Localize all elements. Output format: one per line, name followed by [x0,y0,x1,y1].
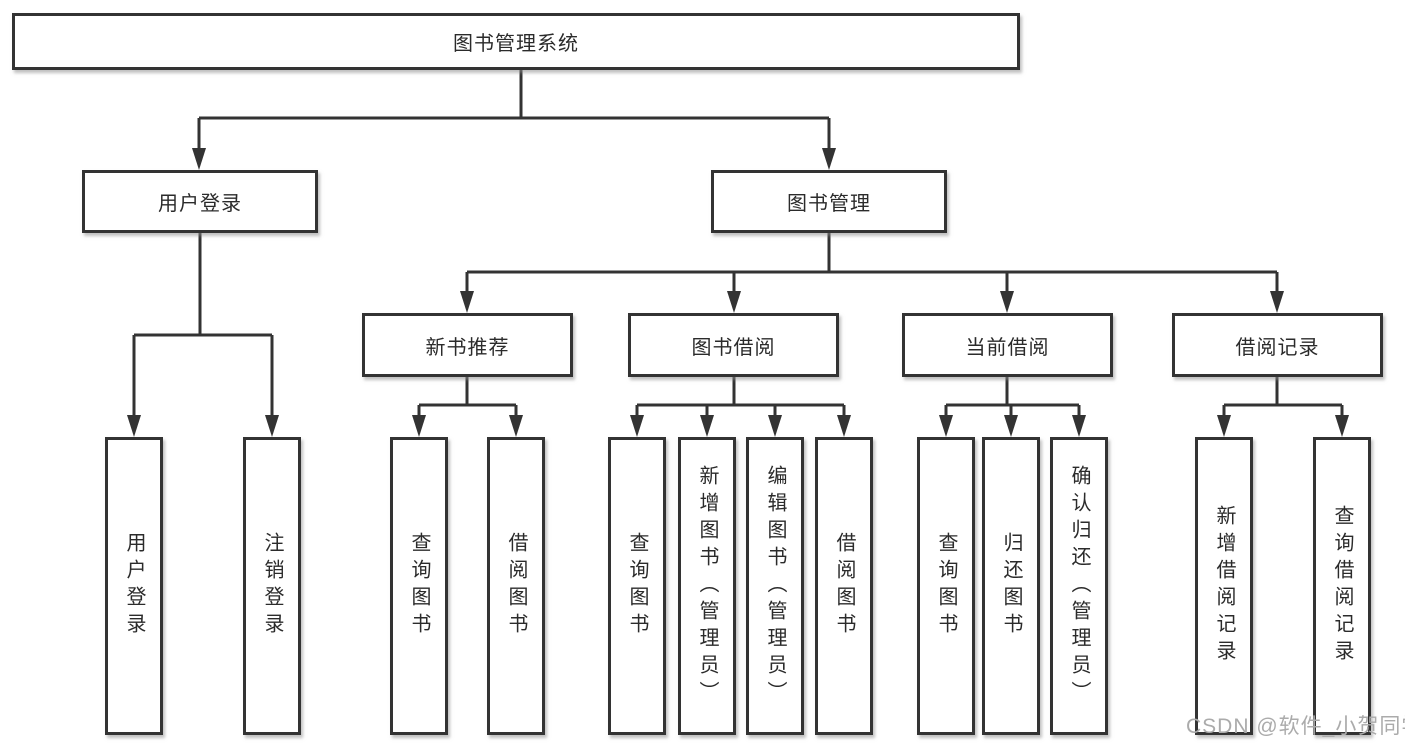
node-leaf-confirm-return-admin: 确认归还（管理员） [1050,437,1108,735]
node-label: 确认归还（管理员） [1068,464,1090,708]
node-label: 借阅记录 [1235,336,1320,359]
node-leaf-user-login: 用户登录 [105,437,163,735]
node-label: 编辑图书（管理员） [764,464,786,708]
node-book-management: 图书管理 [711,170,947,233]
arrowhead [630,415,644,437]
node-label: 当前借阅 [965,336,1050,359]
node-label: 查询借阅记录 [1331,505,1353,667]
node-leaf-query-books-current: 查询图书 [917,437,975,735]
edge-borrow-children [635,377,846,417]
arrowhead [1270,291,1284,313]
arrowhead [822,148,836,170]
arrowhead [837,415,851,437]
node-leaf-add-book-admin: 新增图书（管理员） [678,437,736,735]
node-leaf-edit-book-admin: 编辑图书（管理员） [746,437,804,735]
arrowhead [265,415,279,437]
edge-records-children [1222,377,1344,417]
arrowhead [768,415,782,437]
arrowhead [939,415,953,437]
node-new-book-recommend: 新书推荐 [362,313,573,377]
node-label: 图书管理 [787,193,871,215]
node-label: 新增借阅记录 [1213,505,1235,667]
node-label: 图书借阅 [691,336,776,359]
node-leaf-borrow-books: 借阅图书 [815,437,873,735]
node-label: 用户登录 [123,532,145,640]
arrowhead [412,415,426,437]
watermark: CSDN @软件_小贺同学 [1186,715,1405,738]
node-label: 注销登录 [261,532,283,640]
node-label: 查询图书 [935,532,957,640]
node-borrowing-records: 借阅记录 [1172,313,1383,377]
node-leaf-borrow-books-recommend: 借阅图书 [487,437,545,735]
arrowhead [127,415,141,437]
node-leaf-add-borrow-record: 新增借阅记录 [1195,437,1253,735]
edge-root-to-level2 [197,70,831,150]
arrowhead [1072,415,1086,437]
node-label: 图书管理系统 [453,33,579,55]
edge-recommend-children [417,377,518,417]
arrowhead [509,415,523,437]
arrowhead [1000,291,1014,313]
arrowhead [1335,415,1349,437]
node-label: 归还图书 [1000,532,1022,640]
arrowhead [1217,415,1231,437]
arrowhead [1004,415,1018,437]
node-leaf-query-books-borrow: 查询图书 [608,437,666,735]
node-leaf-return-book: 归还图书 [982,437,1040,735]
arrowhead [192,148,206,170]
arrowhead [727,291,741,313]
node-label: 查询图书 [626,532,648,640]
node-label: 新增图书（管理员） [696,464,718,708]
node-leaf-query-books-recommend: 查询图书 [390,437,448,735]
node-label: 查询图书 [408,532,430,640]
edge-book-mgmt-groups [465,233,1279,293]
node-label: 用户登录 [158,193,242,215]
arrowhead [460,291,474,313]
node-system-root: 图书管理系统 [12,13,1020,70]
node-user-login: 用户登录 [82,170,318,233]
edge-current-children [944,377,1081,417]
node-current-borrowing: 当前借阅 [902,313,1113,377]
node-book-borrowing: 图书借阅 [628,313,839,377]
node-label: 新书推荐 [425,336,510,359]
arrowhead [700,415,714,437]
node-label: 借阅图书 [505,532,527,640]
edge-user-login-children [132,233,274,417]
node-leaf-query-borrow-record: 查询借阅记录 [1313,437,1371,735]
node-label: 借阅图书 [833,532,855,640]
node-leaf-logout: 注销登录 [243,437,301,735]
